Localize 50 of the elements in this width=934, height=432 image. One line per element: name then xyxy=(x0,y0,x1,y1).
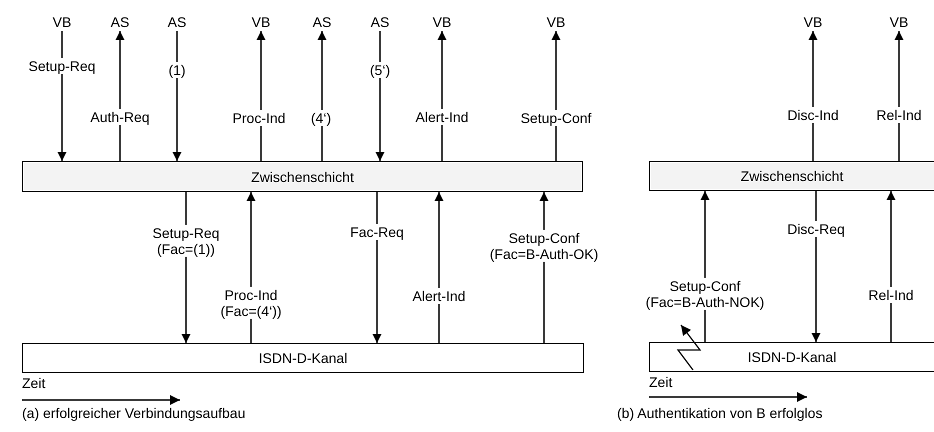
edge-label: Rel-Ind xyxy=(875,106,923,124)
arrow xyxy=(808,31,818,161)
edge-label: (1) xyxy=(167,62,187,78)
endpoint-label: VB xyxy=(246,13,276,31)
endpoint-label: VB xyxy=(884,13,914,31)
edge-label: Setup-Conf xyxy=(520,110,592,126)
endpoint-label: AS xyxy=(105,13,135,31)
layer-bar: ISDN-D-Kanal xyxy=(649,342,934,372)
arrow xyxy=(116,31,124,161)
edge-label: Setup-Req (Fac=(1)) xyxy=(152,224,220,258)
axis-label: Zeit xyxy=(649,375,672,389)
edge-label: Disc-Req xyxy=(786,220,846,238)
caption: (b) Authentikation von B erfolglos xyxy=(617,406,822,420)
edge-label: Alert-Ind xyxy=(412,288,466,304)
arrow xyxy=(434,192,444,343)
edge-label: Disc-Ind xyxy=(786,106,840,124)
arrow xyxy=(318,31,326,161)
endpoint-label: AS xyxy=(307,13,337,31)
endpoint-label: VB xyxy=(541,13,571,31)
edge-label: Proc-Ind xyxy=(232,110,286,126)
endpoint-label: AS xyxy=(365,13,395,31)
edge-label: Fac-Req xyxy=(349,224,405,240)
edge-label: (4‘) xyxy=(310,110,332,126)
arrow xyxy=(376,31,384,161)
endpoint-label: VB xyxy=(798,13,828,31)
edge-label: Auth-Req xyxy=(89,108,151,126)
endpoint-label: AS xyxy=(162,13,192,31)
arrow xyxy=(812,191,820,342)
axis-label: Zeit xyxy=(22,376,46,390)
arrow xyxy=(58,31,66,161)
edge-label: Rel-Ind xyxy=(867,286,915,304)
arrow xyxy=(894,31,904,161)
edge-label: Setup-Conf (Fac=B-Auth-OK) xyxy=(488,230,600,262)
layer-bar: Zwischenschicht xyxy=(649,161,934,191)
arrow xyxy=(172,31,182,161)
layer-bar: Zwischenschicht xyxy=(22,161,583,192)
arrow xyxy=(438,31,446,161)
arrow xyxy=(552,31,560,161)
edge-label: Setup-Conf (Fac=B-Auth-NOK) xyxy=(644,278,766,310)
layer-bar: ISDN-D-Kanal xyxy=(22,343,584,373)
endpoint-label: VB xyxy=(47,13,77,31)
arrow xyxy=(256,31,266,161)
edge-label: (5‘) xyxy=(368,62,392,78)
edge-label: Alert-Ind xyxy=(414,108,470,126)
arrow xyxy=(886,191,896,342)
edge-label: Setup-Req xyxy=(28,58,96,74)
edge-label: Proc-Ind (Fac=(4‘)) xyxy=(219,286,283,320)
caption: (a) erfolgreicher Verbindungsaufbau xyxy=(22,406,246,420)
endpoint-label: VB xyxy=(427,13,457,31)
arrow xyxy=(372,192,382,343)
